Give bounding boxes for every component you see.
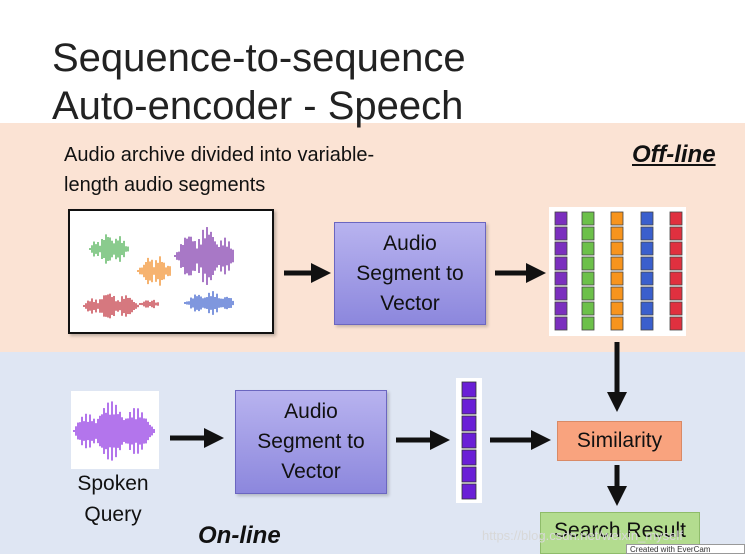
- vector-cell: [610, 316, 624, 331]
- audio-waveforms-icon: [83, 227, 234, 319]
- spoken-query-label: Spoken Query: [70, 468, 156, 530]
- vector-cell: [581, 316, 595, 331]
- search-result-box: Search Result: [540, 512, 700, 554]
- vector-cell: [640, 211, 654, 226]
- offline-encoder-line-2: Segment to: [356, 261, 464, 285]
- query-label-line-2: Query: [84, 503, 142, 526]
- archive-caption-line-2: length audio segments: [64, 174, 266, 196]
- online-encoder-line-3: Vector: [281, 460, 341, 483]
- vector-cell: [640, 241, 654, 256]
- online-encoder-line-1: Audio: [284, 400, 338, 423]
- vector-cell: [610, 301, 624, 316]
- query-vector-icon: [461, 381, 477, 500]
- vector-cell: [581, 241, 595, 256]
- query-vector-cell: [461, 466, 477, 483]
- vector-cell: [581, 271, 595, 286]
- vector-cell: [669, 226, 683, 241]
- archive-caption-line-1: Audio archive divided into variable-: [64, 144, 375, 166]
- query-vector-cell: [461, 415, 477, 432]
- query-vector-cell: [461, 432, 477, 449]
- offline-encoder-line-1: Audio: [383, 231, 437, 255]
- vector-cell: [610, 271, 624, 286]
- similarity-box: Similarity: [557, 421, 682, 461]
- vector-cell: [669, 256, 683, 271]
- vector-cell: [669, 301, 683, 316]
- vector-cell: [610, 241, 624, 256]
- query-vector-panel: [456, 378, 482, 503]
- query-vector-cell: [461, 398, 477, 415]
- vector-cell: [640, 256, 654, 271]
- vector-cell: [610, 286, 624, 301]
- vector-cell: [581, 211, 595, 226]
- vector-cell: [640, 271, 654, 286]
- vector-cell: [554, 226, 568, 241]
- slide-title: Sequence-to-sequence Auto-encoder - Spee…: [52, 34, 466, 130]
- vector-cell: [640, 226, 654, 241]
- offline-vectors-panel: [549, 207, 686, 336]
- query-waveform-icon: [73, 401, 155, 461]
- watermark: https://blog.csdn.net/weixin_myself: [482, 528, 683, 543]
- vector-cell: [554, 211, 568, 226]
- online-label: On-line: [198, 522, 281, 549]
- query-vector-cell: [461, 449, 477, 466]
- online-segment-to-vector-box: Audio Segment to Vector: [235, 390, 387, 494]
- audio-archive-box: [68, 209, 274, 334]
- vector-cell: [669, 286, 683, 301]
- title-line-1: Sequence-to-sequence: [52, 36, 466, 80]
- vector-cell: [554, 241, 568, 256]
- vector-cell: [640, 286, 654, 301]
- archive-caption: Audio archive divided into variable- len…: [64, 140, 464, 200]
- vector-cell: [554, 301, 568, 316]
- query-vector-cell: [461, 483, 477, 500]
- spoken-query-waveform: [71, 391, 159, 469]
- vector-cell: [610, 211, 624, 226]
- vector-cell: [640, 316, 654, 331]
- vector-cell: [554, 286, 568, 301]
- query-label-line-1: Spoken: [77, 472, 149, 495]
- offline-encoder-line-3: Vector: [380, 291, 440, 315]
- query-vector-cell: [461, 381, 477, 398]
- vector-cell: [581, 286, 595, 301]
- vector-cell: [640, 301, 654, 316]
- vector-cell: [669, 316, 683, 331]
- offline-segment-to-vector-box: Audio Segment to Vector: [334, 222, 486, 325]
- offline-label: Off-line: [632, 141, 716, 168]
- vector-cell: [554, 316, 568, 331]
- vector-cell: [581, 226, 595, 241]
- vector-cell: [610, 226, 624, 241]
- offline-vectors-icon: [554, 211, 683, 331]
- vector-cell: [554, 256, 568, 271]
- online-encoder-line-2: Segment to: [257, 430, 365, 453]
- vector-cell: [581, 256, 595, 271]
- vector-cell: [554, 271, 568, 286]
- vector-cell: [669, 211, 683, 226]
- vector-cell: [610, 256, 624, 271]
- evercam-badge: Created with EverCam: [626, 544, 745, 554]
- vector-cell: [669, 271, 683, 286]
- vector-cell: [669, 241, 683, 256]
- title-line-2: Auto-encoder - Speech: [52, 84, 464, 128]
- vector-cell: [581, 301, 595, 316]
